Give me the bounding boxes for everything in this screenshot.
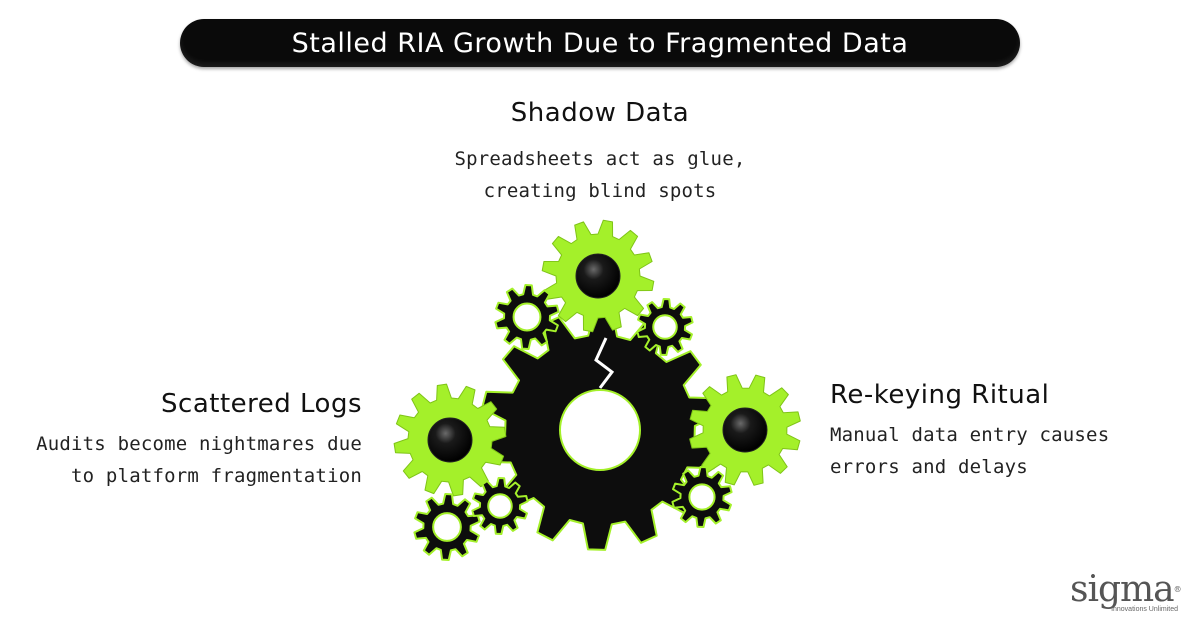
gear-crack <box>594 337 615 389</box>
small-gear-bottom-mid-icon-hub <box>487 493 513 519</box>
shadow-data-heading: Shadow Data <box>510 98 690 128</box>
re-keying-ritual-heading: Re-keying Ritual <box>830 380 1050 410</box>
title-banner: Stalled RIA Growth Due to Fragmented Dat… <box>180 19 1020 67</box>
scattered-logs-line-2: to platform fragmentation <box>71 465 362 487</box>
logo-tagline: Innovations Unlimited <box>1111 606 1178 613</box>
shadow-data-line-1: Spreadsheets act as glue, <box>454 148 746 170</box>
scattered-logs-description: Audits become nightmares due to platform… <box>20 428 362 492</box>
re-keying-ritual-line-2: errors and delays <box>830 456 1028 478</box>
page-title: Stalled RIA Growth Due to Fragmented Dat… <box>291 27 909 59</box>
left-green-gear-icon-knob <box>427 417 473 463</box>
small-gear-bottom-left-icon-hub <box>432 512 462 542</box>
top-green-gear-icon-knob <box>575 253 621 299</box>
re-keying-ritual-description: Manual data entry causes errors and dela… <box>830 419 1170 483</box>
small-gear-top-right-icon-hub <box>652 314 678 340</box>
shadow-data-description: Spreadsheets act as glue, creating blind… <box>400 143 800 207</box>
re-keying-ritual-line-1: Manual data entry causes <box>830 424 1110 446</box>
sigma-logo: sigma® Innovations Unlimited <box>1070 569 1182 614</box>
scattered-logs-line-1: Audits become nightmares due <box>36 433 362 455</box>
logo-wordmark: sigma <box>1070 569 1175 610</box>
right-green-gear-icon-knob <box>722 407 768 453</box>
scattered-logs-heading: Scattered Logs <box>161 389 362 419</box>
small-gear-bottom-right-icon-hub <box>688 483 716 511</box>
shadow-data-line-2: creating blind spots <box>483 180 717 202</box>
central-gear-icon-hub <box>559 389 641 471</box>
small-gear-top-left-icon-hub <box>512 302 542 332</box>
